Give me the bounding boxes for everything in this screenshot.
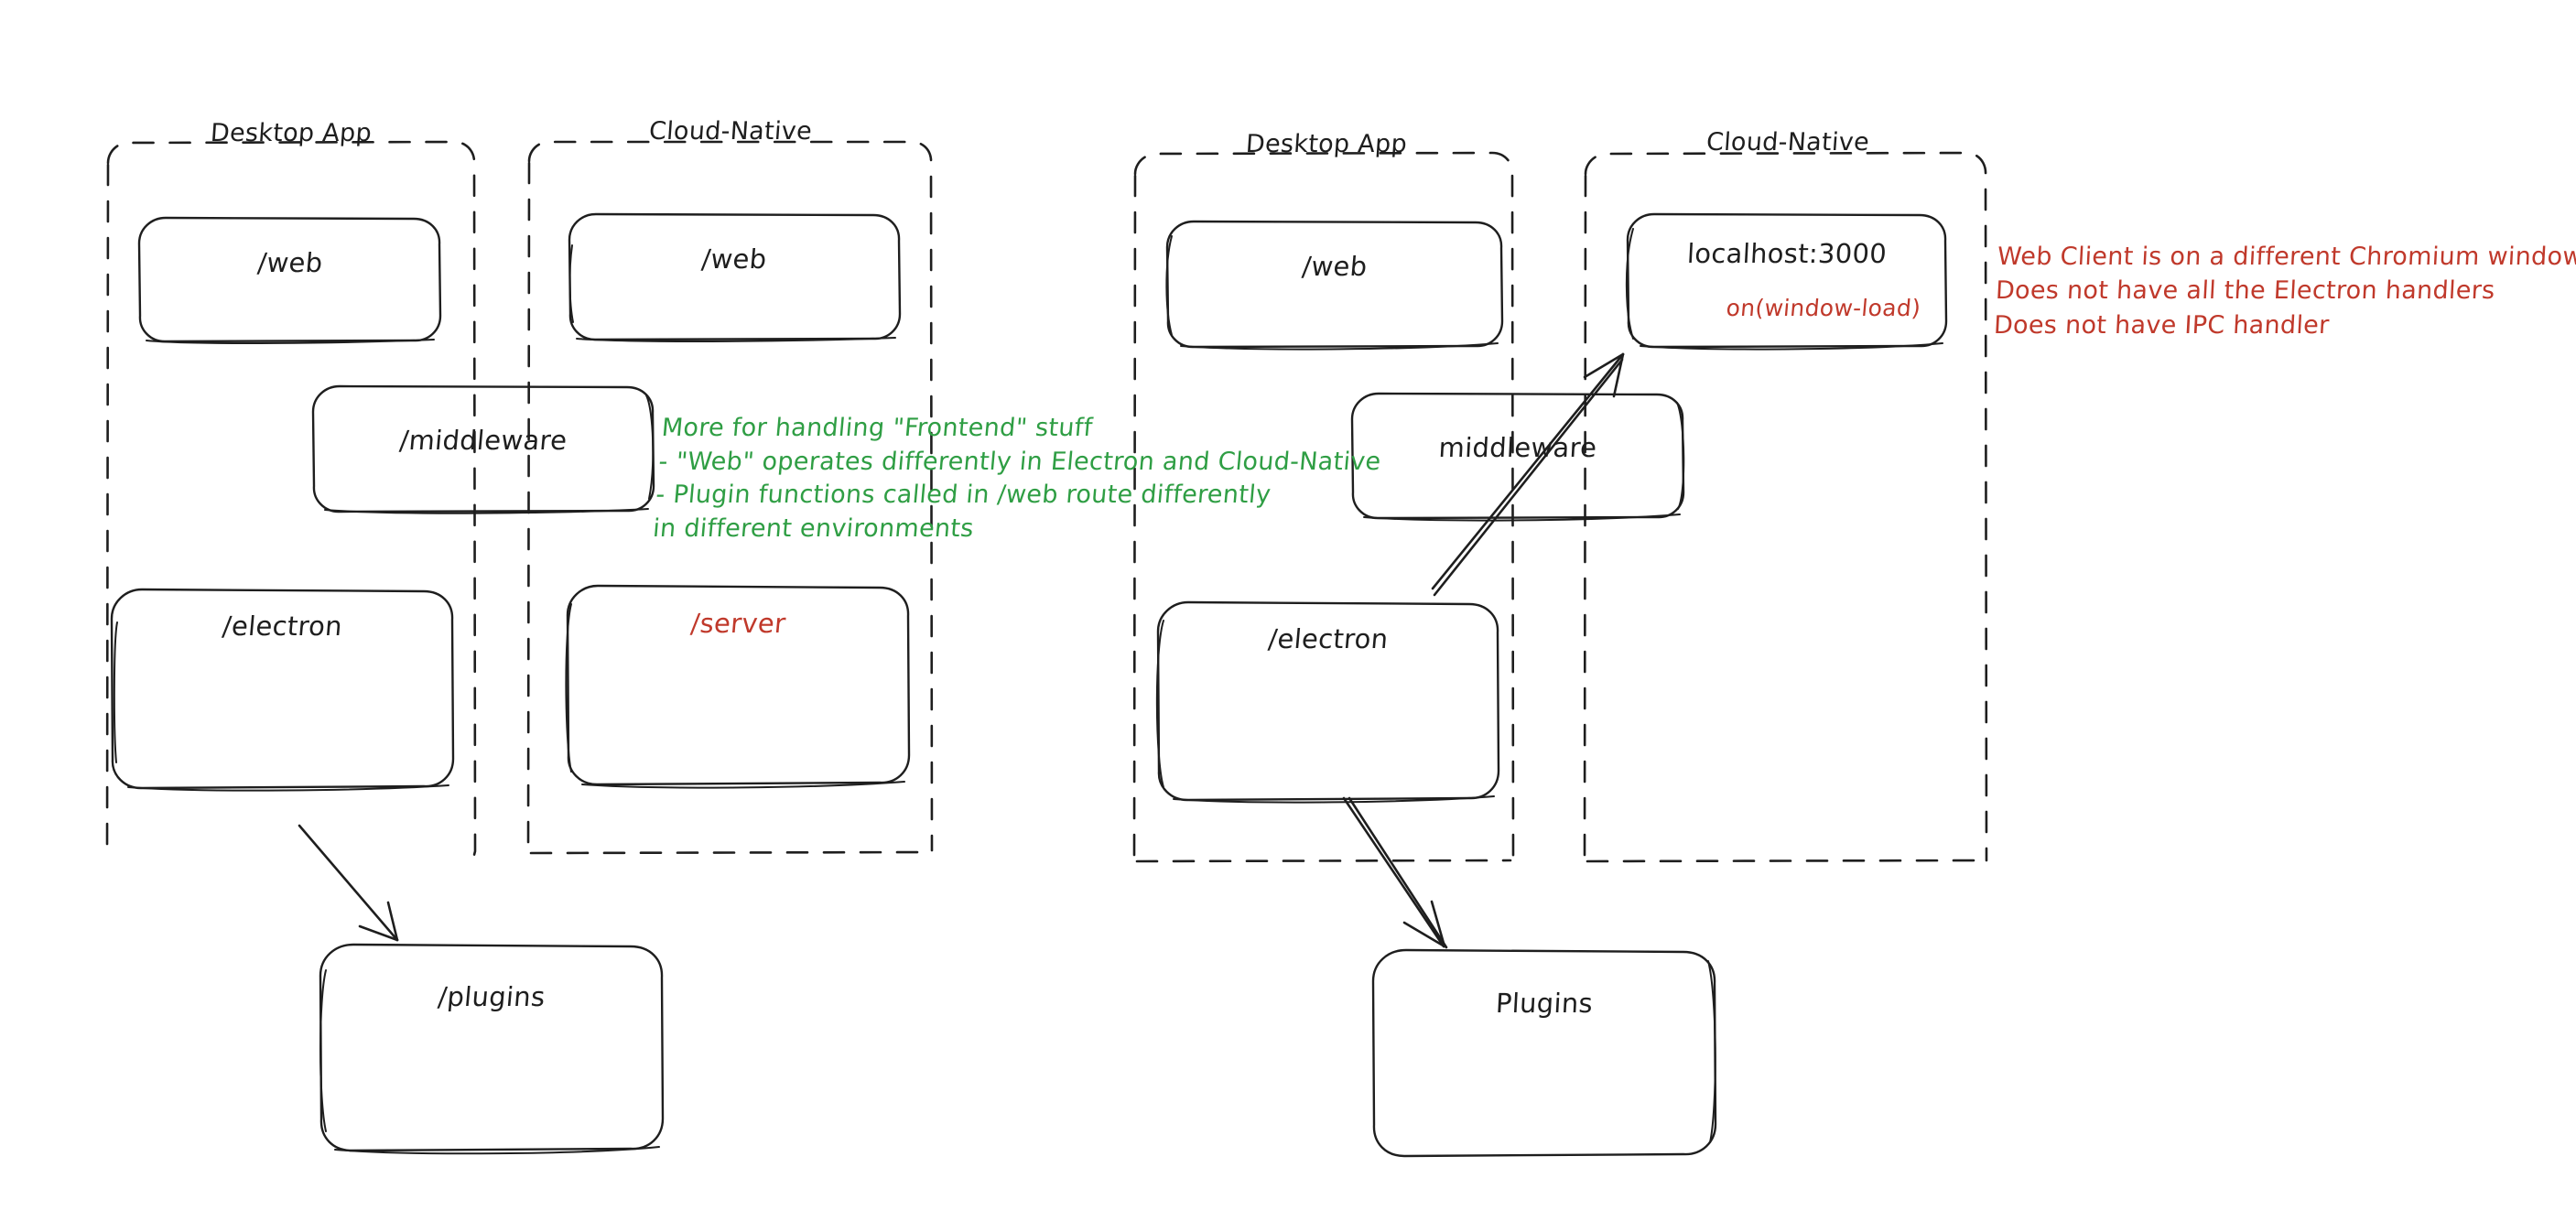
node-right-plugins-shape — [1371, 948, 1717, 1158]
arrow-right-electron-to-plugins — [1342, 796, 1448, 949]
node-left-server-shape — [565, 584, 911, 789]
node-label-left-middleware: /middleware — [398, 425, 568, 456]
group-left-desktop-app-container — [105, 140, 477, 860]
node-left-electron-shape — [110, 588, 455, 792]
node-left-desktop-web-shape — [137, 216, 442, 344]
node-left-plugins-shape — [319, 943, 665, 1155]
node-label-right-plugins: Plugins — [1495, 988, 1594, 1019]
node-right-desktop-web-shape — [1165, 220, 1504, 351]
group-left-cloud-native-container — [526, 140, 934, 855]
node-label-left-server: /server — [689, 608, 787, 639]
group-label-left-cloud-native: Cloud-Native — [647, 117, 814, 146]
node-right-electron-shape — [1155, 600, 1500, 804]
node-right-localhost-shape — [1625, 212, 1948, 351]
arrow-left-electron-to-plugins — [298, 824, 399, 942]
node-sublabel-right-localhost-on-window-load: on(window-load) — [1725, 295, 1922, 321]
group-label-left-desktop-app: Desktop App — [209, 119, 373, 147]
node-label-left-cloud-web: /web — [700, 243, 768, 275]
node-label-left-plugins: /plugins — [437, 981, 547, 1012]
node-right-middleware-shape — [1350, 392, 1685, 522]
group-label-right-desktop-app: Desktop App — [1244, 130, 1409, 158]
node-label-right-desktop-web: /web — [1301, 251, 1369, 282]
arrow-right-electron-to-localhost — [1431, 352, 1625, 597]
group-label-right-cloud-native: Cloud-Native — [1705, 128, 1871, 157]
node-label-left-desktop-web: /web — [256, 247, 324, 278]
node-label-right-middleware: middleware — [1437, 432, 1598, 463]
node-label-right-electron: /electron — [1267, 623, 1390, 654]
node-left-middleware-shape — [311, 384, 655, 514]
annotation-red-web-client-note: Web Client is on a different Chromium wi… — [1993, 243, 2576, 340]
annotation-green-frontend-note: More for handling "Frontend" stuff - "We… — [651, 414, 1382, 544]
node-label-left-electron: /electron — [221, 611, 344, 642]
group-right-desktop-app-container — [1132, 151, 1515, 863]
node-label-right-localhost: localhost:3000 — [1686, 238, 1888, 269]
node-left-cloud-web-shape — [568, 212, 902, 342]
